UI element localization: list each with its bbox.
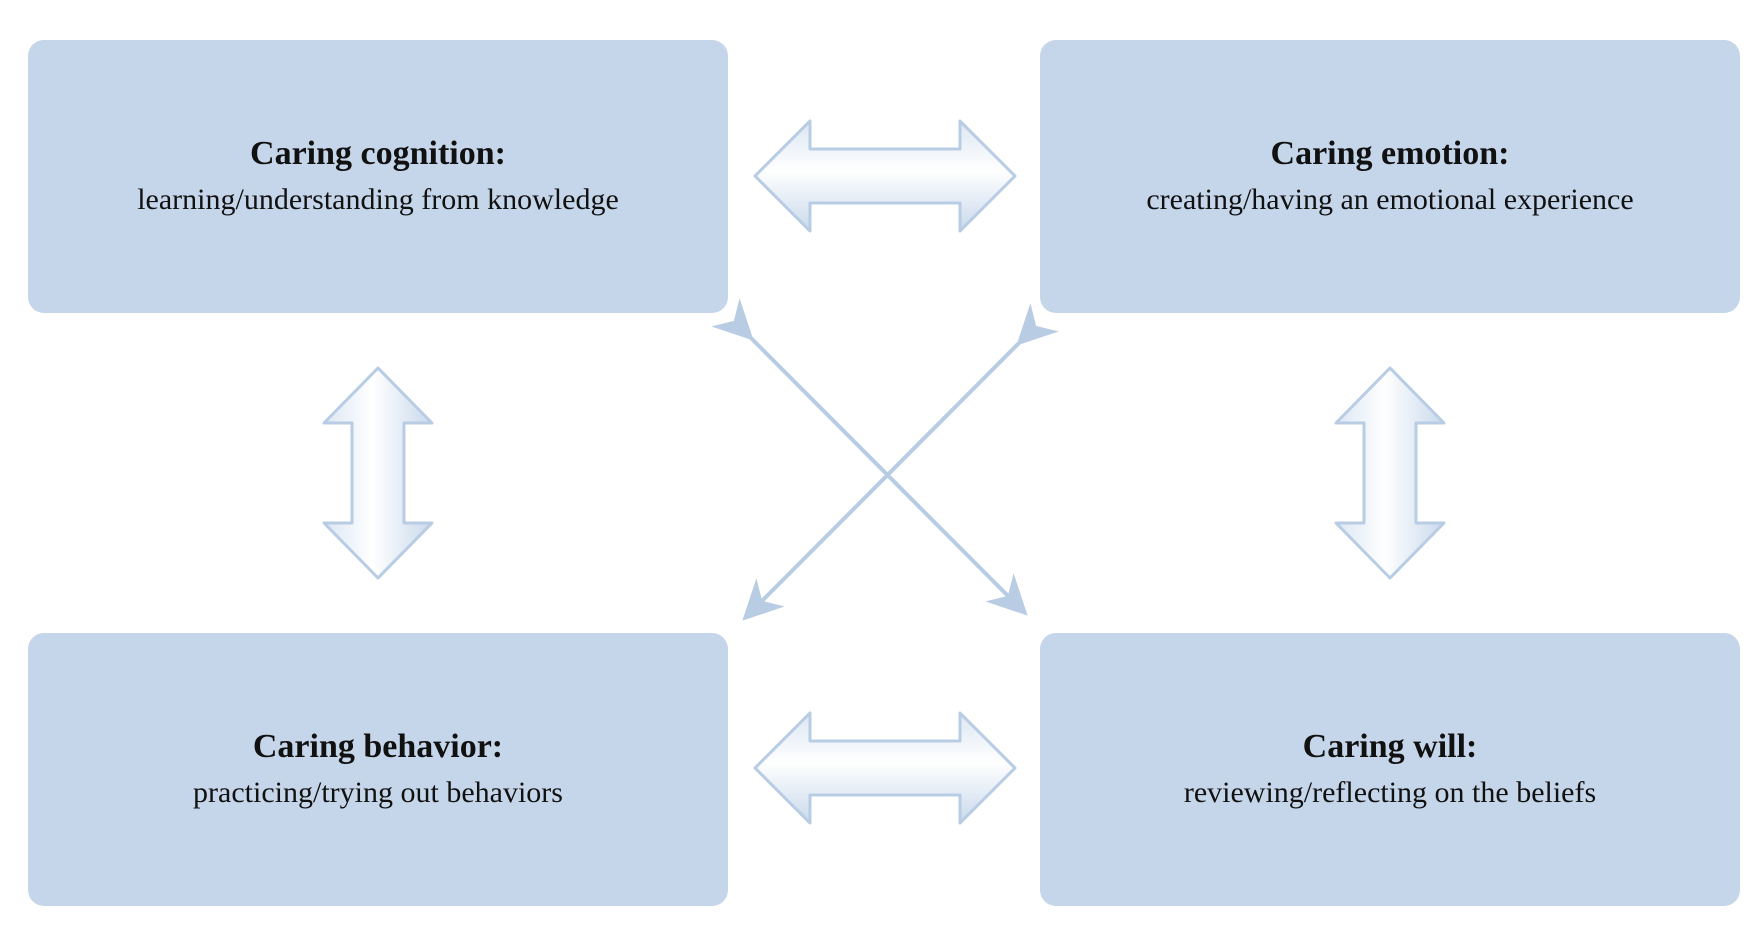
caring-cognition-box: Caring cognition: learning/understanding…	[28, 40, 728, 313]
double-arrow-left-icon	[322, 366, 434, 580]
caring-behavior-description: practicing/trying out behaviors	[193, 776, 563, 810]
caring-emotion-box: Caring emotion: creating/having an emoti…	[1040, 40, 1740, 313]
double-arrow-right-icon	[1334, 366, 1446, 580]
caring-will-box: Caring will: reviewing/reflecting on the…	[1040, 633, 1740, 906]
diagonal-arrow-cognition-will-icon	[711, 298, 1028, 616]
caring-emotion-title: Caring emotion:	[1270, 134, 1510, 172]
caring-cognition-description: learning/understanding from knowledge	[137, 183, 619, 217]
double-arrow-bottom-icon	[753, 711, 1017, 825]
diagonal-arrow-emotion-behavior-icon	[742, 303, 1059, 621]
double-arrow-top-icon	[753, 119, 1017, 233]
caring-will-description: reviewing/reflecting on the beliefs	[1183, 776, 1597, 810]
caring-behavior-box: Caring behavior: practicing/trying out b…	[28, 633, 728, 906]
caring-will-title: Caring will:	[1302, 727, 1478, 765]
caring-emotion-description: creating/having an emotional experience	[1146, 183, 1634, 217]
caring-cognition-title: Caring cognition:	[250, 134, 506, 172]
caring-behavior-title: Caring behavior:	[252, 727, 504, 765]
